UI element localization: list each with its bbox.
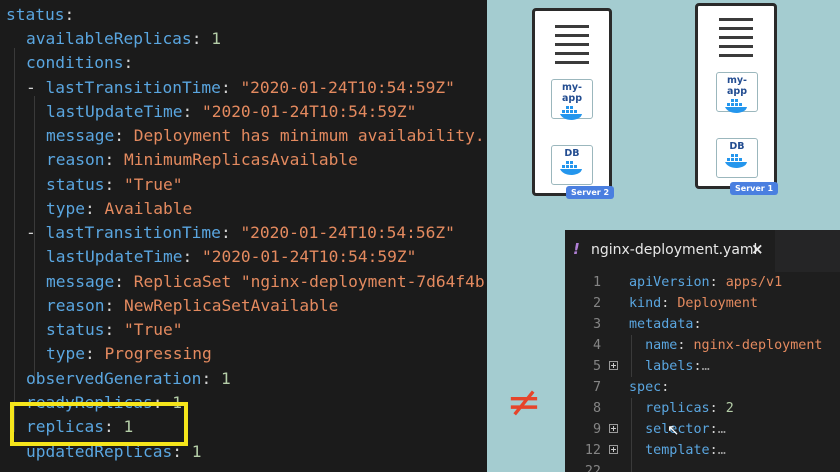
server-2-label: Server 2 — [566, 186, 615, 199]
yaml-line-status-1: status: "True" — [46, 175, 183, 194]
yaml-line-last-update-time-1: lastUpdateTime: "2020-01-24T10:54:59Z" — [46, 102, 417, 121]
tab-nginx-deployment-yaml[interactable]: ! nginx-deployment.yaml × — [565, 230, 775, 272]
editor-line: 4 name: nginx-deployment — [592, 338, 823, 353]
yaml-line-status: status: — [6, 5, 75, 24]
editor-line: 8 replicas: 2 — [592, 401, 734, 416]
yaml-line-updated-replicas: updatedReplicas: 1 — [26, 442, 202, 461]
tab-title: nginx-deployment.yaml — [591, 242, 758, 258]
server-1-box: my-app DB — [695, 3, 777, 189]
indent-guide — [34, 96, 35, 384]
docker-whale-icon — [560, 106, 582, 120]
indent-guide — [631, 398, 632, 472]
docker-whale-icon — [560, 161, 582, 175]
db-container: DB — [716, 138, 758, 178]
close-tab-icon[interactable]: × — [751, 240, 764, 258]
yaml-line-observed-generation: observedGeneration: 1 — [26, 369, 231, 388]
yaml-line-available-replicas: availableReplicas: 1 — [26, 29, 221, 48]
server-2-box: my-app DB — [532, 8, 612, 196]
yaml-line-conditions: conditions: — [26, 53, 134, 72]
yaml-line-type-1: type: Available — [46, 199, 193, 218]
document-lines — [719, 18, 753, 63]
yaml-line-type-2: type: Progressing — [46, 344, 212, 363]
not-equal-symbol: ≠ — [506, 377, 542, 426]
editor-line: 22 — [584, 464, 601, 472]
fold-expand-icon[interactable] — [609, 424, 618, 433]
yaml-line-last-transition-time-2: - lastTransitionTime: "2020-01-24T10:54:… — [26, 223, 455, 242]
yaml-line-last-update-time-2: lastUpdateTime: "2020-01-24T10:54:59Z" — [46, 247, 417, 266]
indent-guide — [631, 335, 632, 377]
server-1-label: Server 1 — [730, 182, 779, 195]
indent-guide — [14, 48, 15, 432]
docker-whale-icon — [725, 99, 747, 113]
my-app-container: my-app — [551, 79, 593, 120]
yaml-line-last-transition-time-1: - lastTransitionTime: "2020-01-24T10:54:… — [26, 78, 455, 97]
editor-line: 5 labels:… — [592, 359, 710, 374]
my-app-container: my-app — [716, 72, 758, 113]
yaml-file-icon: ! — [573, 240, 580, 258]
document-lines — [555, 25, 589, 70]
fold-expand-icon[interactable] — [609, 445, 618, 454]
yaml-line-message-1: message: Deployment has minimum availabi… — [46, 126, 485, 145]
editor-line: 9 selector:… — [592, 422, 726, 437]
db-container: DB — [551, 145, 593, 185]
yaml-line-reason-2: reason: NewReplicaSetAvailable — [46, 296, 339, 315]
editor-line: 12 template:… — [584, 443, 726, 458]
yaml-line-message-2: message: ReplicaSet "nginx-deployment-7d… — [46, 272, 485, 291]
docker-whale-icon — [725, 154, 747, 168]
terminal-yaml-output: status: availableReplicas: 1 conditions:… — [6, 5, 485, 461]
mouse-cursor-icon: ↖ — [667, 421, 680, 439]
editor-tab-bar: ! nginx-deployment.yaml × — [565, 230, 840, 272]
yaml-line-replicas: replicas: 1 — [26, 417, 134, 436]
yaml-line-reason-1: reason: MinimumReplicasAvailable — [46, 150, 358, 169]
replicas-highlight-box — [10, 402, 188, 446]
fold-expand-icon[interactable] — [609, 361, 618, 370]
yaml-line-status-2: status: "True" — [46, 320, 183, 339]
